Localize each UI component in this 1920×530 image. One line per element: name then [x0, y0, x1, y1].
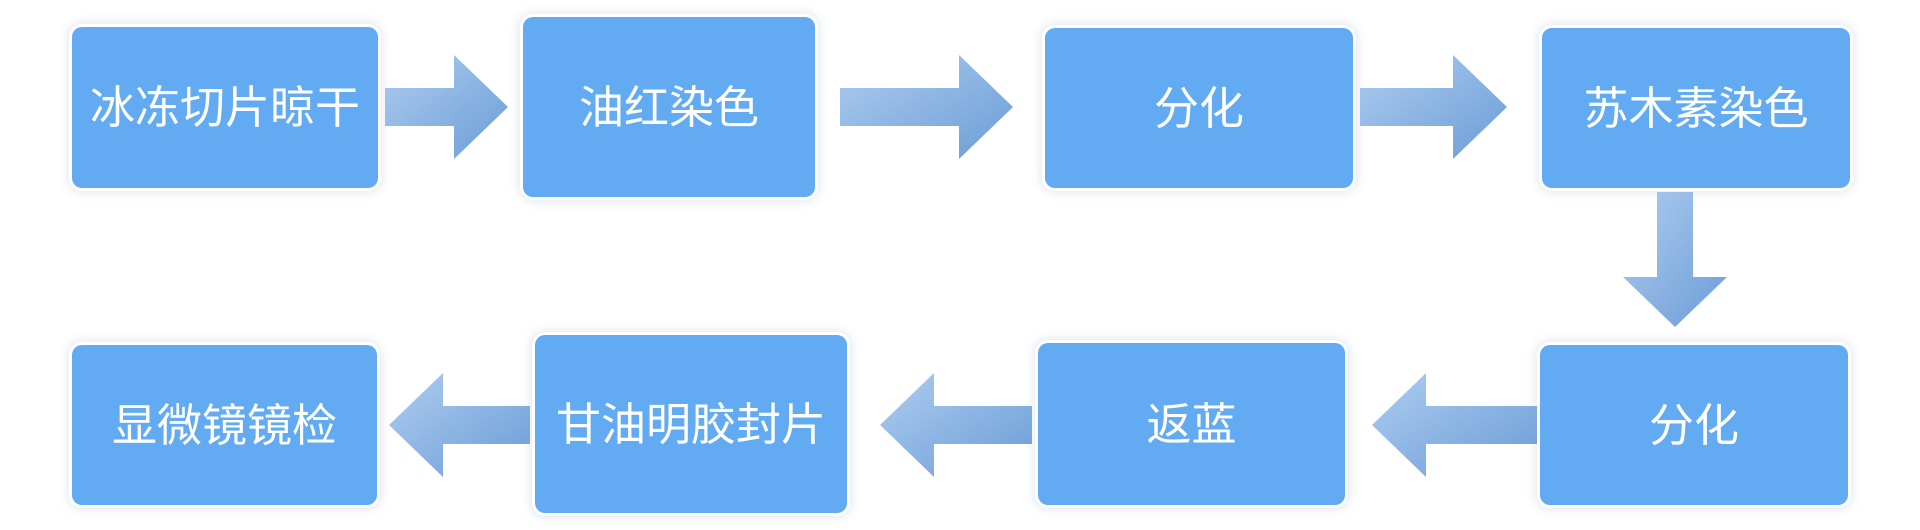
- arrow-right-icon: [1360, 55, 1507, 159]
- flow-step-7-glycerin-gelatin-mount: 甘油明胶封片: [535, 335, 847, 513]
- flow-step-6-bluing: 返蓝: [1038, 343, 1345, 505]
- arrow-left-icon: [1372, 373, 1537, 477]
- arrow-left-icon: [389, 373, 530, 477]
- flow-step-2-oil-red-stain: 油红染色: [523, 17, 815, 197]
- arrow-right-icon: [385, 55, 508, 159]
- arrow-down-icon: [1623, 192, 1727, 327]
- arrow-left-icon: [880, 373, 1032, 477]
- flow-step-8-microscope-examination: 显微镜镜检: [72, 345, 377, 505]
- flow-step-5-differentiation: 分化: [1540, 345, 1848, 505]
- flow-step-1-frozen-section-dry: 冰冻切片晾干: [72, 27, 378, 188]
- flow-step-3-differentiation: 分化: [1045, 28, 1353, 188]
- arrow-right-icon: [840, 55, 1013, 159]
- flow-step-4-hematoxylin-stain: 苏木素染色: [1542, 28, 1850, 188]
